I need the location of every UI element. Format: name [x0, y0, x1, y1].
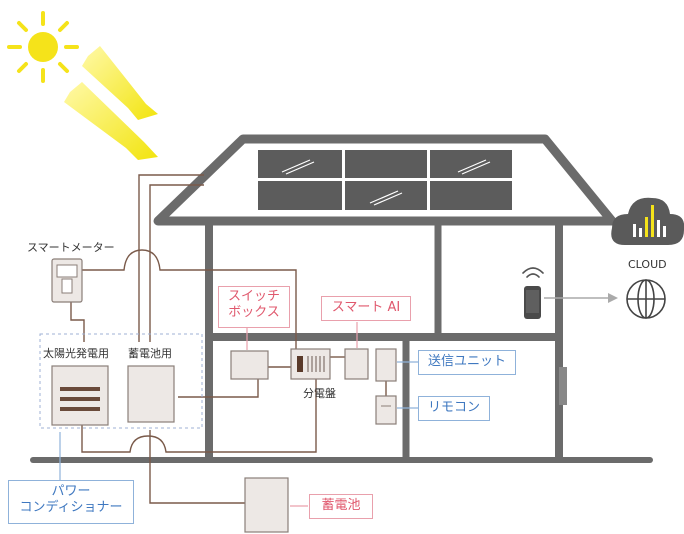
switch-box-line2: ボックス: [228, 305, 280, 320]
wiring: [70, 174, 388, 504]
sun-rays-icon: [64, 46, 158, 160]
smart-ai-callout: スマート AI: [321, 296, 411, 321]
transmitter-unit-text: 送信ユニット: [427, 354, 506, 369]
transmitter-device: [375, 348, 397, 382]
solar-power-label: 太陽光発電用: [43, 347, 109, 360]
remote-control-callout: リモコン: [418, 396, 490, 421]
battery-use-label: 蓄電池用: [128, 347, 172, 360]
switch-box-device: [230, 350, 269, 380]
distribution-board-device: [290, 348, 331, 380]
solar-power-conditioner: [51, 365, 109, 426]
blue-pointers: [59, 361, 418, 490]
power-conditioner-group: [39, 333, 203, 429]
smart-ai-text: スマート AI: [331, 300, 401, 315]
switch-box-callout: スイッチ ボックス: [218, 286, 290, 328]
power-conditioner-callout: パワー コンディショナー: [8, 480, 134, 524]
cloud-chart-icon: [611, 197, 684, 245]
storage-battery-callout: 蓄電池: [309, 494, 373, 519]
wifi-icon: [522, 267, 544, 278]
battery-power-conditioner: [127, 365, 175, 423]
arrow-to-cloud: [544, 293, 618, 303]
power-conditioner-line2: コンディショナー: [19, 500, 123, 515]
switch-box-line1: スイッチ: [227, 289, 280, 304]
pink-pointers: [246, 322, 358, 507]
roof: [153, 134, 617, 226]
remote-control-text: リモコン: [427, 400, 480, 415]
smart-ai-device: [344, 348, 369, 380]
sun-icon: [7, 11, 79, 83]
globe-icon: [626, 279, 666, 319]
door-accent: [559, 367, 567, 405]
house-walls: [205, 221, 563, 460]
distribution-board-label: 分電盤: [303, 387, 336, 400]
remote-control-device: [375, 395, 397, 425]
cloud-label: CLOUD: [628, 258, 667, 271]
smart-meter-label: スマートメーター: [27, 241, 115, 254]
solar-panel-icon: [258, 150, 512, 210]
power-conditioner-line1: パワー: [51, 484, 91, 499]
transmitter-unit-callout: 送信ユニット: [418, 350, 516, 375]
storage-battery-device: [244, 477, 289, 533]
smartphone-icon: [524, 286, 541, 319]
smart-meter-icon: [51, 258, 83, 303]
storage-battery-text: 蓄電池: [321, 498, 361, 513]
